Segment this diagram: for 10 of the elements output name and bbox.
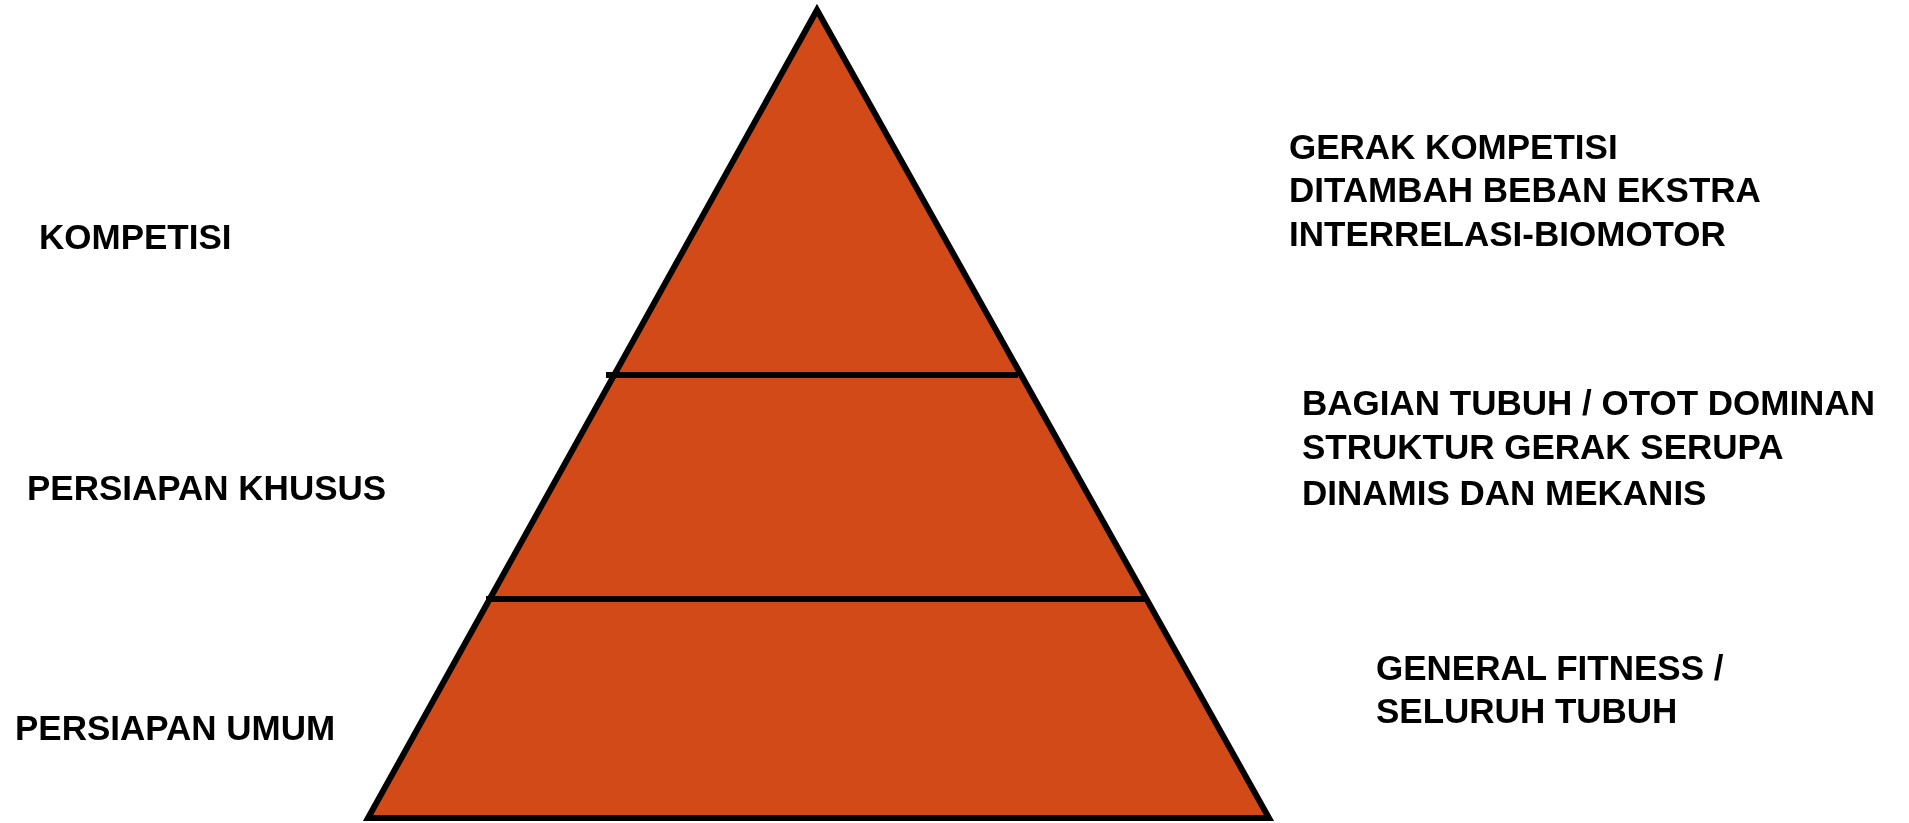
level-description: DINAMIS DAN MEKANIS <box>1302 471 1707 514</box>
level-description: GERAK KOMPETISI <box>1289 125 1618 168</box>
level-description: INTERRELASI-BIOMOTOR <box>1289 212 1726 255</box>
level-description: BAGIAN TUBUH / OTOT DOMINAN <box>1302 381 1875 424</box>
level-description: STRUKTUR GERAK SERUPA <box>1302 425 1784 468</box>
level-label: KOMPETISI <box>39 215 232 258</box>
level-label: PERSIAPAN UMUM <box>15 706 336 749</box>
level-description: DITAMBAH BEBAN EKSTRA <box>1289 168 1761 211</box>
level-description: GENERAL FITNESS / SELURUH TUBUH <box>1376 647 1725 732</box>
level-label: PERSIAPAN KHUSUS <box>27 466 387 509</box>
